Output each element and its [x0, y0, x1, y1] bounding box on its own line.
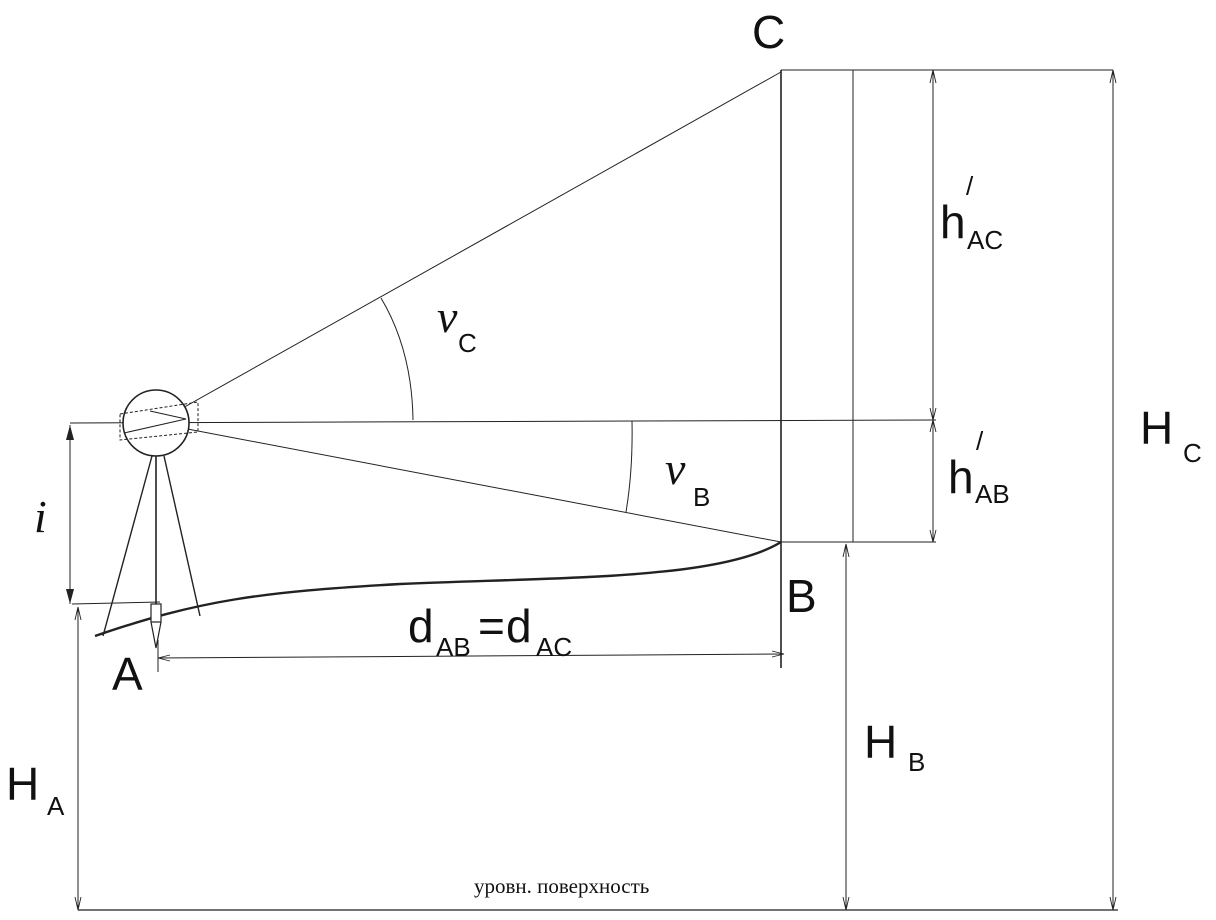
arrow-d-right — [771, 650, 785, 658]
horizon-line — [69, 419, 937, 424]
instrument-height-label: i — [34, 491, 47, 542]
height-h-b-sub: B — [908, 747, 925, 777]
level-surface-label: уровн. поверхность — [474, 874, 649, 898]
arrow-hab-bottom — [929, 529, 937, 543]
ground-a-line — [71, 601, 161, 605]
height-h-a-symbol: H — [6, 758, 39, 810]
height-h-b-symbol: H — [864, 716, 897, 768]
point-label-b: B — [786, 570, 817, 622]
distance-d-ac-sub: AC — [536, 632, 572, 662]
distance-d-ac: d — [506, 600, 532, 652]
excess-h-ab-prime: / — [976, 426, 984, 456]
height-h-c-symbol: H — [1140, 402, 1173, 454]
angle-nu-b-symbol: ν — [665, 443, 686, 494]
telescope — [119, 401, 199, 441]
distance-equals: = — [478, 600, 505, 652]
angle-nu-c-sub: C — [458, 328, 477, 358]
distance-d-ab-sub: AB — [436, 632, 471, 662]
arrow-ha-bottom — [74, 896, 82, 911]
arrow-i-bottom — [66, 589, 74, 604]
point-label-c: C — [752, 6, 785, 58]
excess-h-ab-symbol: h — [948, 451, 974, 503]
arrow-hab-top — [929, 419, 937, 433]
angle-nu-c-symbol: ν — [437, 291, 458, 342]
sight-line-to-b — [155, 422, 782, 543]
excess-h-ab-sub: AB — [975, 479, 1010, 509]
distance-d-ab: d — [408, 600, 434, 652]
arrow-ha-top — [74, 606, 82, 621]
excess-h-ac-symbol: h — [940, 196, 966, 248]
plumb-body — [150, 603, 162, 623]
arrow-i-top — [66, 425, 74, 440]
arrow-hb-top — [842, 543, 850, 558]
arrow-hb-bottom — [842, 896, 850, 911]
height-h-c-sub: C — [1183, 438, 1202, 468]
point-label-a: A — [112, 648, 143, 700]
angle-arc-c — [380, 297, 414, 421]
angle-arc-b — [625, 420, 633, 513]
excess-h-ac-sub: AC — [967, 225, 1003, 255]
arrow-hac-top — [929, 69, 937, 84]
height-h-a-sub: A — [47, 791, 65, 821]
theodolite-head — [122, 389, 190, 457]
arrow-hc-bottom — [1109, 896, 1117, 911]
distance-dim-line — [157, 653, 785, 659]
sight-line-to-c — [155, 71, 782, 424]
excess-h-ac-prime: / — [966, 171, 974, 201]
theodolite — [102, 389, 201, 649]
angle-nu-b-sub: B — [693, 482, 710, 512]
plumb-tip — [150, 621, 162, 649]
terrain-profile — [94, 540, 782, 638]
